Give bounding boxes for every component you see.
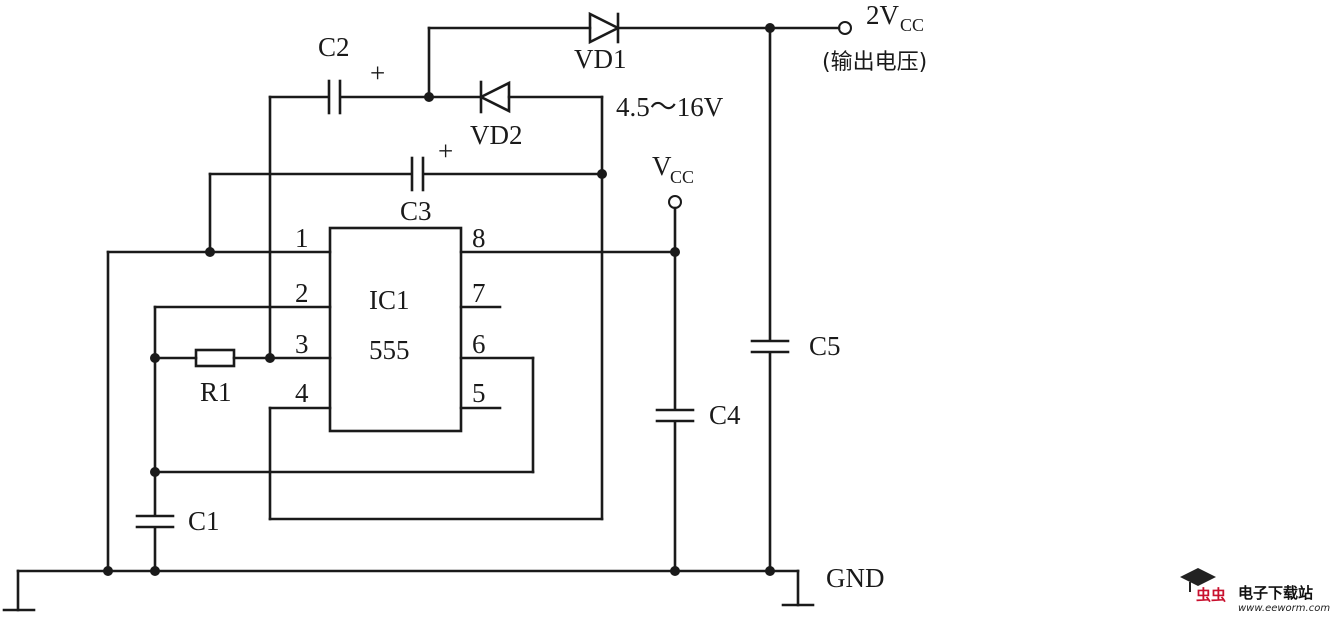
- capacitor-c1: [135, 514, 175, 573]
- ground-rail: [2, 569, 815, 612]
- pin-label-4: 4: [295, 378, 309, 408]
- c2-polarity-plus: +: [370, 58, 385, 88]
- vcc-subscript: CC: [670, 167, 694, 187]
- c4-label: C4: [709, 400, 741, 430]
- wire-pin1-gnd: [106, 172, 412, 573]
- pin-label-3: 3: [295, 329, 309, 359]
- vd1-label: VD1: [574, 44, 627, 74]
- mortarboard-icon: [1180, 568, 1216, 586]
- ic1-555: [106, 226, 677, 433]
- watermark-url: www.eeworm.com: [1238, 603, 1330, 614]
- vcc-label: V: [652, 151, 672, 181]
- pin-label-1: 1: [295, 223, 309, 253]
- ic-part-label: 555: [369, 335, 410, 365]
- pin-label-8: 8: [472, 223, 486, 253]
- c1-label: C1: [188, 506, 220, 536]
- c2-label: C2: [318, 32, 350, 62]
- pin-label-6: 6: [472, 329, 486, 359]
- watermark-logo: 虫虫 电子下载站 www.eeworm.com: [1180, 568, 1330, 614]
- c3-polarity-plus: +: [438, 136, 453, 166]
- watermark-brand: 虫虫: [1196, 586, 1226, 604]
- watermark-name: 电子下载站: [1238, 584, 1313, 602]
- wire-pin6-c1: [153, 356, 535, 474]
- r1-label: R1: [200, 377, 232, 407]
- c5-label: C5: [809, 331, 841, 361]
- output-label: 2V: [866, 0, 900, 30]
- wire-vd2-pin4: [268, 95, 604, 521]
- pin-label-7: 7: [472, 278, 486, 308]
- capacitor-c3: [410, 156, 604, 192]
- gnd-label: GND: [826, 563, 885, 593]
- capacitor-c2: [327, 79, 482, 115]
- wire-pin3-c2: [268, 95, 329, 360]
- ic-ref-label: IC1: [369, 285, 410, 315]
- diode-vd2: [478, 80, 604, 114]
- output-note: (输出电压): [822, 50, 927, 75]
- output-subscript: CC: [900, 15, 924, 35]
- diode-vd1: [427, 11, 852, 99]
- resistor-r1: [153, 305, 272, 516]
- capacitor-c4: [655, 195, 695, 573]
- capacitor-c5: [750, 26, 790, 573]
- pin-label-2: 2: [295, 278, 309, 308]
- voltage-range-label: 4.5～16V: [616, 92, 724, 122]
- pin-label-5: 5: [472, 378, 486, 408]
- junction-dots: [103, 23, 775, 576]
- vd2-label: VD2: [470, 120, 523, 150]
- c3-label: C3: [400, 196, 432, 226]
